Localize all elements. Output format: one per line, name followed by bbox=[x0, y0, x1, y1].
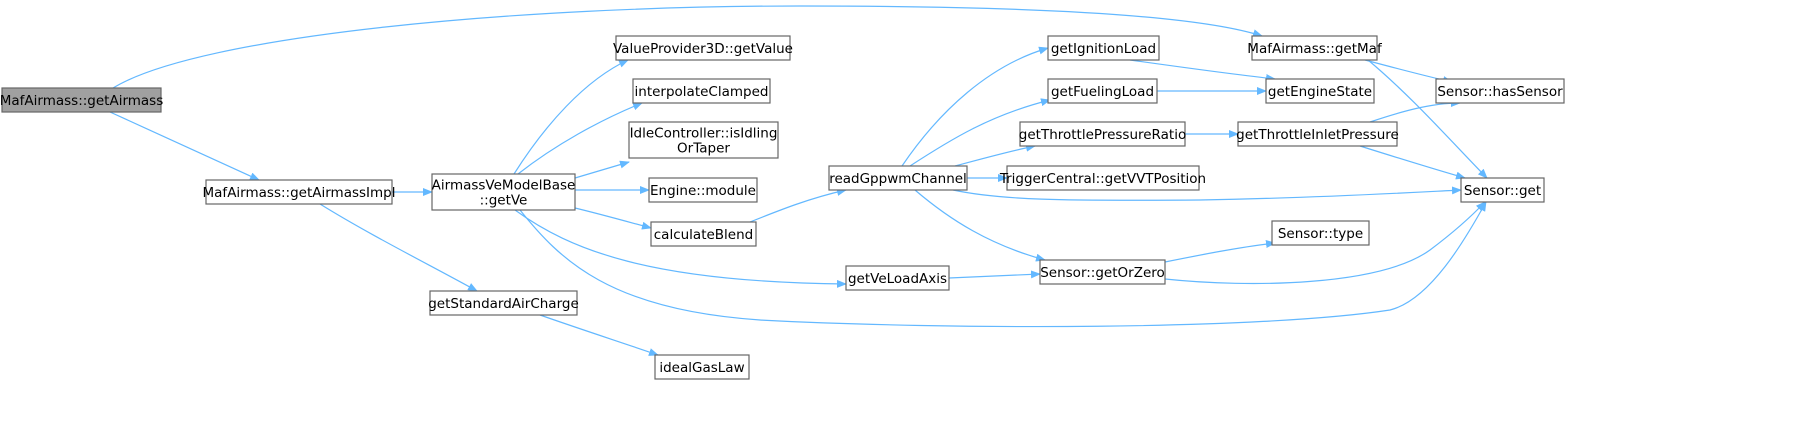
node-box bbox=[1271, 220, 1370, 246]
node-n1[interactable]: MafAirmass::getAirmassImpl bbox=[203, 179, 396, 205]
node-label: TriggerCentral::getVVTPosition bbox=[999, 171, 1206, 187]
node-label: interpolateClamped bbox=[635, 84, 769, 100]
edge-n2-n11 bbox=[514, 209, 847, 288]
edge-n12-n18 bbox=[1129, 59, 1276, 82]
node-box bbox=[845, 265, 950, 291]
node-label: calculateBlend bbox=[654, 227, 754, 243]
edge-n0-n17 bbox=[112, 5, 1263, 89]
node-n5[interactable]: ValueProvider3D::getValue bbox=[613, 35, 793, 61]
node-label: AirmassVeModelBase bbox=[432, 178, 576, 194]
node-box bbox=[1047, 35, 1160, 61]
node-n20[interactable]: Sensor::type bbox=[1271, 220, 1370, 246]
node-label: getThrottleInletPressure bbox=[1236, 127, 1399, 143]
node-label: idealGasLaw bbox=[659, 360, 744, 376]
node-n22[interactable]: Sensor::get bbox=[1460, 177, 1545, 203]
node-n15[interactable]: TriggerCentral::getVVTPosition bbox=[999, 165, 1206, 191]
edge-n10-n16 bbox=[914, 189, 1046, 262]
edge-n0-n1 bbox=[109, 111, 260, 181]
node-label: Engine::module bbox=[650, 183, 756, 199]
node-n0[interactable]: MafAirmass::getAirmass bbox=[0, 87, 163, 113]
node-box bbox=[1251, 35, 1378, 61]
node-box bbox=[650, 221, 757, 247]
node-n19[interactable]: getThrottleInletPressure bbox=[1236, 121, 1399, 147]
edge-n2-n9 bbox=[574, 207, 652, 230]
node-n4[interactable]: idealGasLaw bbox=[654, 354, 750, 380]
edge-n10-n14 bbox=[954, 143, 1036, 167]
edge-n19-n22 bbox=[1359, 145, 1466, 180]
node-label: Sensor::get bbox=[1464, 183, 1541, 199]
node-n18[interactable]: getEngineState bbox=[1265, 78, 1375, 104]
node-label: MafAirmass::getMaf bbox=[1247, 41, 1383, 57]
node-label: getVeLoadAxis bbox=[848, 271, 947, 287]
node-n8[interactable]: Engine::module bbox=[648, 177, 758, 203]
node-n3[interactable]: getStandardAirCharge bbox=[428, 290, 579, 316]
node-box bbox=[654, 354, 750, 380]
node-box bbox=[648, 177, 758, 203]
node-n2[interactable]: AirmassVeModelBase::getVe bbox=[431, 173, 576, 211]
node-label: Sensor::type bbox=[1278, 226, 1363, 242]
node-label: MafAirmass::getAirmassImpl bbox=[203, 185, 396, 201]
edge-n19-n21 bbox=[1369, 99, 1461, 123]
node-label: getStandardAirCharge bbox=[428, 296, 579, 312]
node-box bbox=[1019, 121, 1186, 147]
node-label: IdleController::isIdling bbox=[630, 126, 778, 142]
node-n11[interactable]: getVeLoadAxis bbox=[845, 265, 950, 291]
node-label: getEngineState bbox=[1268, 84, 1372, 100]
edge-n3-n4 bbox=[539, 314, 659, 356]
node-n10[interactable]: readGppwmChannel bbox=[828, 165, 968, 191]
node-n6[interactable]: interpolateClamped bbox=[632, 78, 771, 104]
node-box bbox=[1039, 259, 1166, 285]
node-box bbox=[1265, 78, 1375, 104]
edge-n16-n20 bbox=[1164, 240, 1276, 263]
node-label: getFuelingLoad bbox=[1051, 84, 1154, 100]
node-box bbox=[1237, 121, 1398, 147]
edge-n2-n5 bbox=[513, 59, 629, 175]
node-box bbox=[1460, 177, 1545, 203]
node-n16[interactable]: Sensor::getOrZero bbox=[1039, 259, 1166, 285]
node-box bbox=[1435, 78, 1565, 104]
node-label: getThrottlePressureRatio bbox=[1019, 127, 1186, 143]
edge-n16-n22 bbox=[1164, 201, 1486, 285]
node-label: MafAirmass::getAirmass bbox=[0, 93, 163, 109]
node-label: ::getVe bbox=[480, 193, 528, 209]
edge-n10-n22 bbox=[952, 186, 1462, 201]
edge-n2-n7 bbox=[574, 160, 630, 179]
node-n14[interactable]: getThrottlePressureRatio bbox=[1019, 121, 1186, 147]
node-box bbox=[1, 87, 162, 113]
edge-n11-n16 bbox=[948, 270, 1041, 279]
node-n9[interactable]: calculateBlend bbox=[650, 221, 757, 247]
node-box bbox=[431, 173, 576, 211]
edge-n9-n10 bbox=[749, 188, 847, 223]
edge-n1-n3 bbox=[319, 203, 478, 292]
edge-n10-n12 bbox=[901, 46, 1049, 167]
edge-n2-n22 bbox=[519, 201, 1487, 328]
edge-n10-n13 bbox=[909, 98, 1051, 167]
edge-n17-n22 bbox=[1367, 59, 1488, 179]
node-label: OrTaper bbox=[677, 141, 730, 157]
edge-layer bbox=[109, 5, 1488, 356]
node-box bbox=[828, 165, 968, 191]
node-box bbox=[205, 179, 393, 205]
node-label: Sensor::hasSensor bbox=[1437, 84, 1563, 100]
node-box bbox=[615, 35, 791, 61]
node-label: getIgnitionLoad bbox=[1051, 41, 1156, 57]
node-label: Sensor::getOrZero bbox=[1040, 265, 1165, 281]
node-box bbox=[1006, 165, 1200, 191]
node-box bbox=[429, 290, 578, 316]
edge-n2-n6 bbox=[517, 102, 643, 175]
node-label: readGppwmChannel bbox=[829, 171, 967, 187]
node-box bbox=[632, 78, 771, 104]
node-box bbox=[628, 121, 779, 159]
node-n17[interactable]: MafAirmass::getMaf bbox=[1247, 35, 1383, 61]
node-label: ValueProvider3D::getValue bbox=[613, 41, 793, 57]
node-n21[interactable]: Sensor::hasSensor bbox=[1435, 78, 1565, 104]
node-n12[interactable]: getIgnitionLoad bbox=[1047, 35, 1160, 61]
node-box bbox=[1047, 78, 1158, 104]
node-n13[interactable]: getFuelingLoad bbox=[1047, 78, 1158, 104]
node-layer: MafAirmass::getAirmassMafAirmass::getAir… bbox=[0, 35, 1565, 380]
